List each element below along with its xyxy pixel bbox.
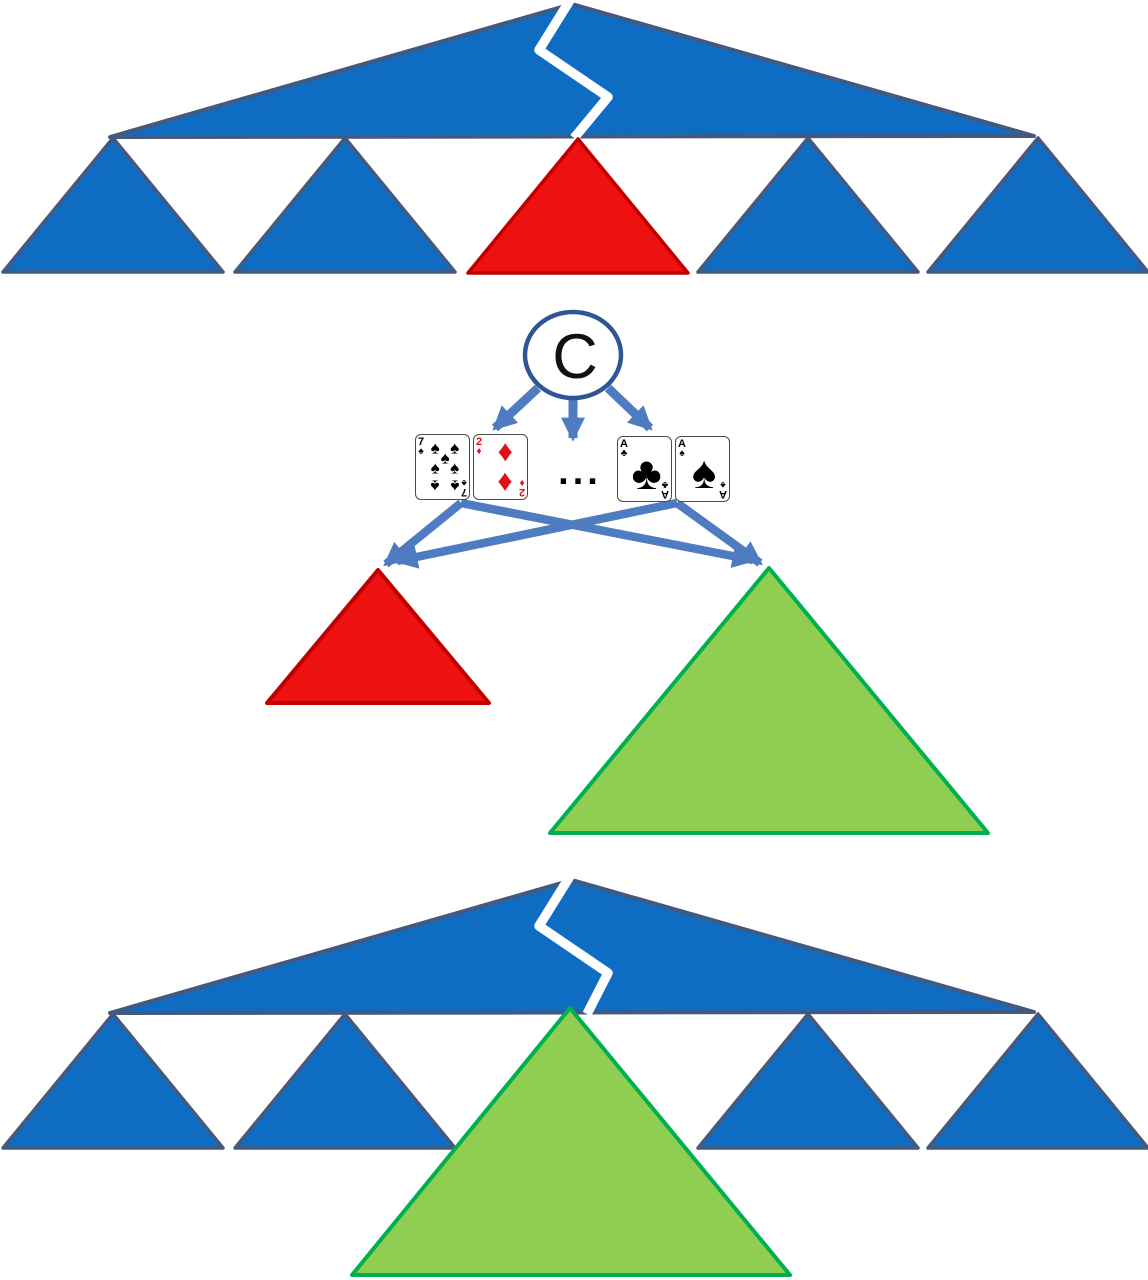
spade-icon: ♠ [720, 479, 726, 490]
spade-icon: ♠ [440, 448, 450, 468]
deal-arrow-right [604, 384, 654, 432]
spade-icon: ♠ [691, 446, 717, 499]
middle-red-subgame-triangle [265, 568, 491, 705]
bottom-green-subgame-triangle [350, 1006, 792, 1277]
diamond-icon: ♦ [476, 446, 482, 457]
spade-icon: ♠ [418, 446, 424, 457]
spade-icon: ♠ [450, 438, 460, 458]
bottom-subgame-4-triangle [696, 1012, 920, 1150]
top-subgame-3-red-triangle [466, 137, 690, 275]
spade-icon: ♠ [430, 458, 440, 478]
ellipsis-label: ... [558, 451, 602, 493]
card-index: 7 ♠ [418, 436, 425, 457]
top-subgame-5-triangle [926, 136, 1148, 274]
top-subgame-1-triangle [1, 136, 225, 274]
spade-icon: ♠ [450, 458, 460, 478]
club-icon: ♣ [631, 447, 662, 500]
bottom-subgame-2-triangle [233, 1012, 457, 1150]
top-root-crack [534, 0, 613, 142]
chance-node-label: C [552, 322, 598, 392]
diamond-icon: ♦ [497, 435, 513, 469]
card-index: A ♠ [678, 438, 686, 459]
diamond-icon: ♦ [497, 465, 513, 499]
card-index-inverted: A ♠ [719, 479, 727, 500]
cross-arrow-right-to-green [674, 499, 763, 567]
card-2-diamonds: 2 ♦ ♦ ♦ 2 ♦ [473, 434, 528, 500]
diamond-icon: ♦ [519, 477, 525, 488]
card-7-spades: 7 ♠ ♠ ♠ ♠ ♠ ♠ ♠ ♠ 7 ♠ [415, 434, 470, 500]
top-subgame-4-triangle [696, 136, 920, 274]
deal-arrow-left [491, 384, 542, 432]
card-index-inverted: A ♣ [661, 479, 669, 500]
chance-node-circle [522, 309, 624, 401]
card-ace-clubs: A ♣ ♣ A ♣ [617, 436, 672, 502]
spade-icon: ♠ [430, 438, 440, 458]
spade-icon: ♠ [450, 476, 460, 496]
spade-icon: ♠ [679, 448, 685, 459]
club-icon: ♣ [661, 479, 669, 490]
cross-arrow-left-to-green [460, 498, 757, 568]
bottom-subgame-5-triangle [926, 1012, 1148, 1150]
bottom-subgame-1-triangle [1, 1012, 225, 1150]
card-index: 2 ♦ [476, 436, 483, 457]
card-index: A ♣ [620, 438, 628, 459]
card-index-inverted: 7 ♠ [460, 477, 467, 498]
club-icon: ♣ [620, 448, 628, 459]
cross-arrow-right-to-red [393, 498, 678, 569]
card-index-inverted: 2 ♦ [518, 477, 525, 498]
spade-icon: ♠ [461, 477, 467, 488]
bottom-root-crack [534, 870, 613, 1017]
spade-icon: ♠ [430, 476, 440, 496]
middle-green-subgame-triangle [548, 566, 990, 835]
card-ace-spades: A ♠ ♠ A ♠ [675, 436, 730, 502]
top-subgame-2-triangle [233, 136, 457, 274]
